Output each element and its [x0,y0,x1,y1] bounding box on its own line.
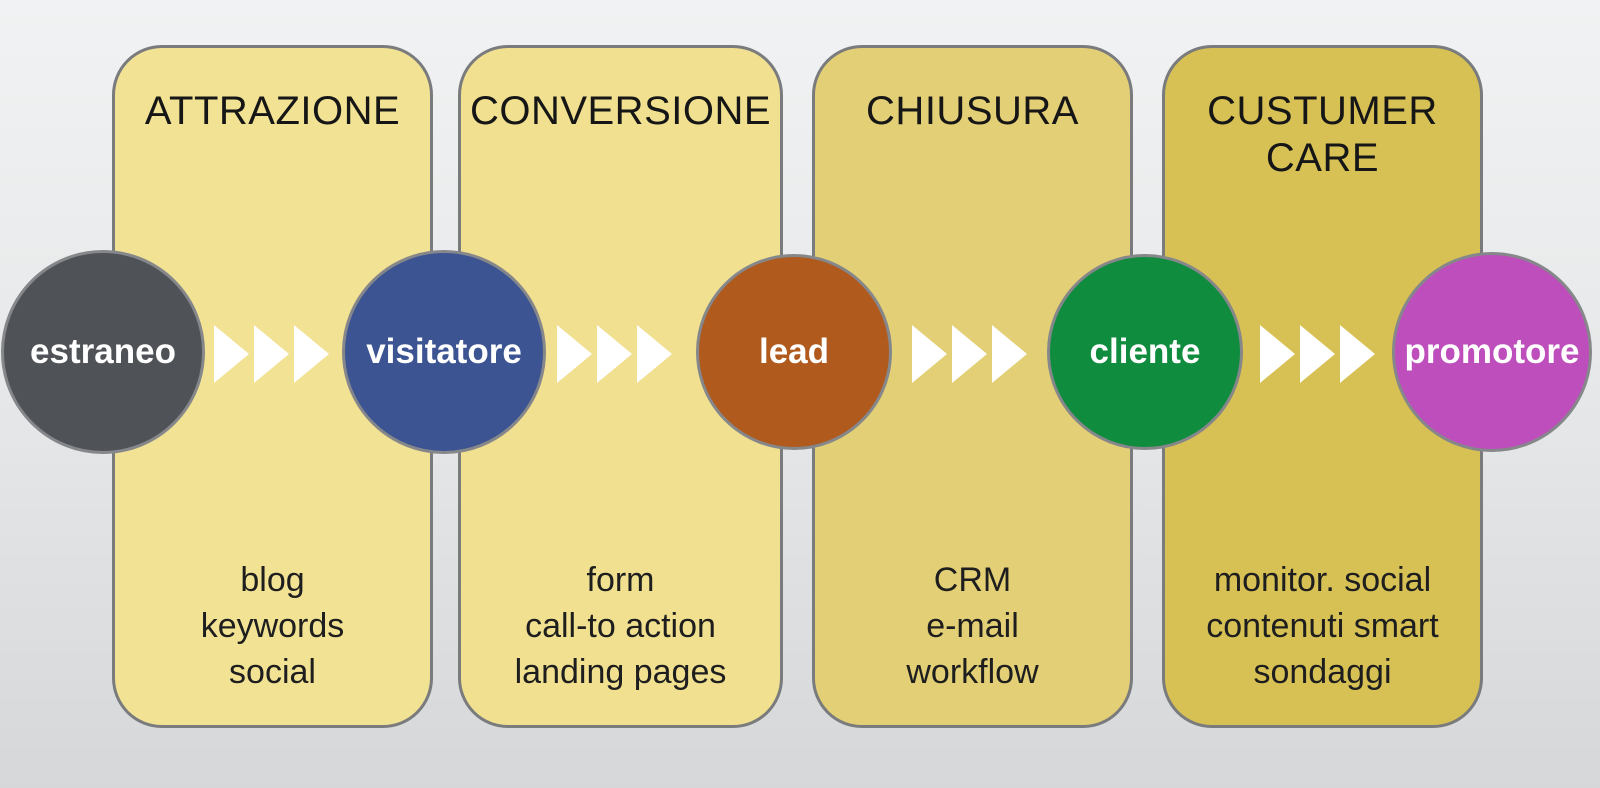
persona-label: estraneo [30,332,176,371]
persona-circle-visitatore: visitatore [342,250,546,454]
tool-item: sondaggi [1253,653,1392,691]
chevron-right-icon [1300,325,1335,383]
stage-title: ATTRAZIONE [144,89,401,133]
stage-title: CHIUSURA [866,89,1079,133]
stage-tools-list: form call-to action landing pages [461,557,780,695]
stage-tools-list: blog keywords social [115,557,430,695]
arrow-group-estraneo-to-visitatore [214,325,329,383]
persona-circle-lead: lead [696,254,892,450]
tool-item: call-to action [525,607,716,645]
tool-item: contenuti smart [1206,607,1439,645]
persona-label: visitatore [366,332,522,371]
chevron-right-icon [214,325,249,383]
stage-title: CUSTUMER CARE [1207,89,1438,180]
chevron-right-icon [1260,325,1295,383]
tool-item: workflow [906,653,1039,691]
chevron-right-icon [1340,325,1375,383]
chevron-right-icon [557,325,592,383]
tool-item: CRM [933,561,1012,599]
chevron-right-icon [637,325,672,383]
stage-title: CONVERSIONE [469,89,772,133]
persona-label: promotore [1404,332,1580,371]
persona-label: lead [758,332,830,371]
chevron-right-icon [952,325,987,383]
chevron-right-icon [597,325,632,383]
persona-label: cliente [1089,332,1201,371]
chevron-right-icon [912,325,947,383]
stage-tools-list: CRM e-mail workflow [815,557,1130,695]
chevron-right-icon [992,325,1027,383]
tool-item: blog [240,561,305,599]
tool-item: monitor. social [1213,561,1432,599]
persona-circle-promotore: promotore [1392,252,1592,452]
chevron-right-icon [254,325,289,383]
tool-item: e-mail [926,607,1019,645]
tool-item: landing pages [514,653,727,691]
persona-circle-estraneo: estraneo [1,250,205,454]
tool-item: social [229,653,316,691]
tool-item: keywords [200,607,345,645]
arrow-group-visitatore-to-lead [557,325,672,383]
arrow-group-cliente-to-promotore [1260,325,1375,383]
arrow-group-lead-to-cliente [912,325,1027,383]
tool-item: form [586,561,655,599]
chevron-right-icon [294,325,329,383]
stage-tools-list: monitor. social contenuti smart sondaggi [1165,557,1480,695]
persona-circle-cliente: cliente [1047,254,1243,450]
